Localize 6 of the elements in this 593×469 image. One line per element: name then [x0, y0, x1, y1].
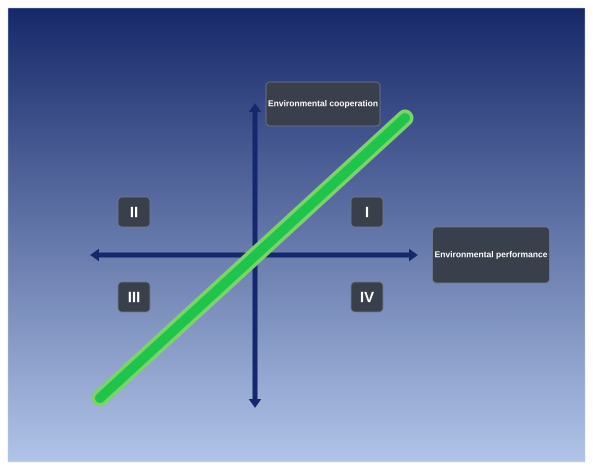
label-box: Environmental performance	[432, 226, 550, 284]
label-box: III	[118, 282, 150, 312]
label-box: I	[350, 196, 384, 228]
label-box: Environmental cooperation	[266, 82, 380, 126]
label-box: IV	[350, 282, 384, 312]
label-box: II	[118, 196, 150, 228]
